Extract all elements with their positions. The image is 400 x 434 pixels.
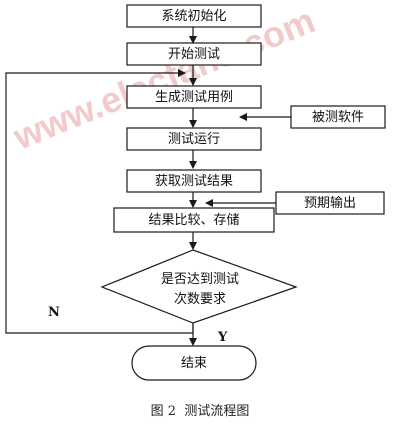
- node-run-test-label: 测试运行: [168, 132, 220, 147]
- node-gen-cases-label: 生成测试用例: [155, 90, 233, 105]
- node-init: 系统初始化: [126, 4, 262, 28]
- node-start-test: 开始测试: [126, 42, 262, 66]
- node-run-test: 测试运行: [126, 127, 262, 151]
- node-get-results: 获取测试结果: [126, 169, 262, 193]
- node-expected-output-label: 预期输出: [304, 195, 356, 211]
- node-start-test-label: 开始测试: [168, 47, 220, 62]
- node-compare-store-label: 结果比较、存储: [148, 213, 239, 228]
- node-gen-cases: 生成测试用例: [126, 85, 262, 109]
- node-init-label: 系统初始化: [161, 9, 226, 24]
- node-end-label: 结束: [181, 356, 207, 371]
- node-decision-label-line2: 次数要求: [174, 291, 226, 307]
- node-decision-label-line1: 是否达到测试: [161, 272, 239, 287]
- edge-label-no: N: [48, 305, 60, 320]
- edge-decision-no-loop: [5, 69, 194, 334]
- node-get-results-label: 获取测试结果: [155, 174, 233, 189]
- edge-label-yes: Y: [217, 330, 228, 345]
- node-compare-store: 结果比较、存储: [113, 207, 275, 233]
- node-software-under-test: 被测软件: [290, 105, 386, 129]
- node-expected-output: 预期输出: [275, 191, 385, 215]
- node-end: 结束: [131, 345, 257, 381]
- node-software-under-test-label: 被测软件: [312, 110, 364, 125]
- node-decision: 是否达到测试 次数要求: [100, 249, 298, 324]
- figure-caption: 图 2 测试流程图: [151, 404, 250, 419]
